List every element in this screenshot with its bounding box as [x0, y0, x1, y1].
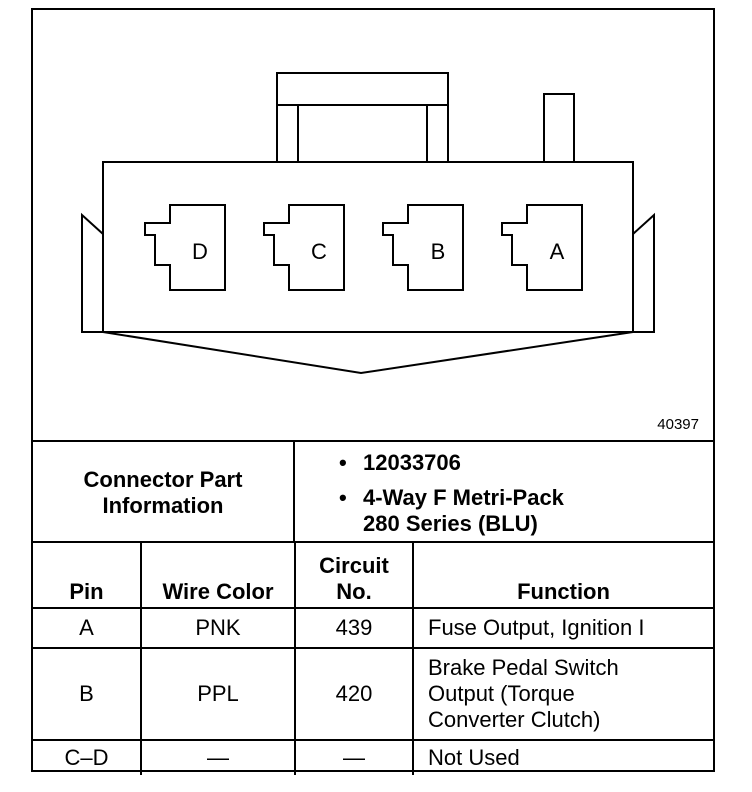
header-circuit-line1: Circuit — [319, 553, 389, 578]
header-circuit-line2: No. — [336, 579, 372, 604]
pin-letter: B — [431, 239, 446, 264]
pin-cell: A — [33, 607, 142, 649]
pin-cavity-a: A — [501, 204, 583, 291]
table-row: C–D — — Not Used — [33, 739, 713, 775]
description-line: • 4-Way F Metri-Pack — [295, 485, 713, 511]
function-cell: Brake Pedal Switch Output (Torque Conver… — [412, 647, 713, 741]
description-line2: 280 Series (BLU) — [363, 511, 538, 536]
info-label-line2: Information — [102, 492, 224, 518]
wire-color-cell: — — [140, 739, 296, 775]
function-line: Converter Clutch) — [428, 707, 601, 732]
pinout-table: Pin Wire Color Circuit No. Function A PN… — [33, 541, 713, 775]
description-line1: 4-Way F Metri-Pack — [363, 485, 564, 510]
circuit-cell: — — [294, 739, 414, 775]
connector-body — [102, 161, 634, 333]
pin-cell: C–D — [33, 739, 142, 775]
function-line: Brake Pedal Switch — [428, 655, 619, 680]
bullet-icon: • — [339, 450, 347, 475]
connector-post — [543, 93, 575, 162]
function-line: Output (Torque — [428, 681, 575, 706]
right-ear — [632, 212, 655, 333]
header-circuit: Circuit No. — [294, 541, 414, 609]
figure-number: 40397 — [657, 416, 699, 433]
function-line: Not Used — [428, 745, 520, 770]
part-number: 12033706 — [363, 450, 461, 475]
pin-cell: B — [33, 647, 142, 741]
table-row: A PNK 439 Fuse Output, Ignition I — [33, 607, 713, 649]
info-label-line1: Connector Part — [83, 466, 243, 492]
header-pin: Pin — [33, 541, 142, 609]
connector-latch — [276, 72, 449, 162]
function-line: Fuse Output, Ignition I — [428, 615, 645, 640]
pin-letter: C — [311, 239, 327, 264]
connector-info-label: Connector Part Information — [33, 442, 295, 543]
table-header-row: Pin Wire Color Circuit No. Function — [33, 541, 713, 609]
pin-cavity-b: B — [382, 204, 464, 291]
connector-keyway — [102, 331, 634, 375]
pin-cavity-c: C — [263, 204, 345, 291]
header-wire-color: Wire Color — [140, 541, 296, 609]
bullet-icon: • — [339, 485, 347, 510]
wire-color-cell: PNK — [140, 607, 296, 649]
connector-info-values: • 12033706 • 4-Way F Metri-Pack 280 Seri… — [295, 442, 713, 543]
function-cell: Fuse Output, Ignition I — [412, 607, 713, 649]
left-ear — [81, 212, 104, 333]
circuit-cell: 439 — [294, 607, 414, 649]
header-function: Function — [412, 541, 713, 609]
pin-letter: A — [550, 239, 565, 264]
pin-cavity-d: D — [144, 204, 226, 291]
connector-info-row: Connector Part Information • 12033706 • … — [33, 440, 713, 543]
pin-letter: D — [192, 239, 208, 264]
circuit-cell: 420 — [294, 647, 414, 741]
part-number-line: • 12033706 — [295, 450, 713, 476]
function-cell: Not Used — [412, 739, 713, 775]
wire-color-cell: PPL — [140, 647, 296, 741]
table-row: B PPL 420 Brake Pedal Switch Output (Tor… — [33, 647, 713, 741]
